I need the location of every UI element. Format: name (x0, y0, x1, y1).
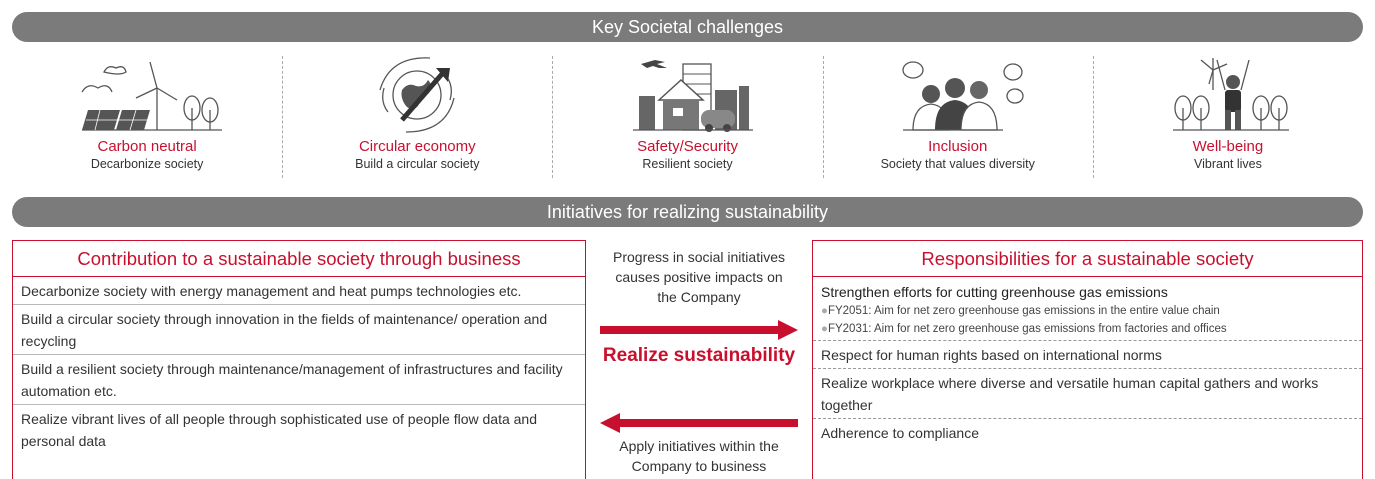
challenge-carbon-neutral: Carbon neutral Decarbonize society (12, 50, 282, 190)
bullet-dot-icon: ● (821, 305, 828, 317)
responsibility-main: Strengthen efforts for cutting greenhous… (821, 284, 1168, 300)
contribution-panel-title: Contribution to a sustainable society th… (13, 241, 585, 277)
arrow-right-icon (600, 320, 798, 340)
responsibility-item: Adherence to compliance (821, 425, 979, 441)
challenge-safety-security: Safety/Security Resilient society (552, 50, 822, 190)
responsibility-item: Realize workplace where diverse and vers… (813, 369, 1362, 419)
bullet-item: ●FY2031: Aim for net zero greenhouse gas… (821, 320, 1354, 338)
arrow-left-icon (600, 413, 798, 433)
challenge-subtitle: Build a circular society (355, 157, 480, 171)
contribution-item: Realize vibrant lives of all people thro… (21, 411, 537, 449)
contribution-panel: Contribution to a sustainable society th… (12, 240, 586, 479)
people-speech-icon (902, 61, 1024, 131)
challenge-title: Safety/Security (637, 138, 738, 155)
responsibilities-panel-title: Responsibilities for a sustainable socie… (813, 241, 1362, 277)
city-house-plane-icon (632, 60, 753, 132)
responsibility-item-ghg: Strengthen efforts for cutting greenhous… (813, 277, 1362, 341)
apply-text: Apply initiatives within the Company to … (619, 438, 779, 474)
challenges-row: Carbon neutral Decarbonize society Circu… (12, 50, 1363, 190)
bullet-dot-icon: ● (821, 323, 828, 335)
bullet-text: FY2051: Aim for net zero greenhouse gas … (827, 305, 1220, 317)
challenge-inclusion: Inclusion Society that values diversity (822, 50, 1093, 190)
challenge-subtitle: Society that values diversity (880, 157, 1035, 171)
bullet-item: ●FY2051: Aim for net zero greenhouse gas… (821, 302, 1354, 320)
realize-sustainability-label: Realize sustainability (602, 345, 796, 366)
challenge-title: Carbon neutral (97, 138, 197, 155)
challenge-title: Well-being (1192, 138, 1264, 155)
challenge-title: Circular economy (358, 138, 476, 155)
bullet-text: FY2031: Aim for net zero greenhouse gas … (827, 323, 1227, 335)
progress-text: Progress in social initiatives causes po… (613, 249, 785, 305)
center-flow: Progress in social initiatives causes po… (586, 240, 812, 479)
challenge-subtitle: Decarbonize society (90, 157, 204, 171)
challenge-title: Inclusion (928, 138, 988, 155)
challenge-subtitle: Vibrant lives (1193, 157, 1262, 171)
responsibility-item: Respect for human rights based on intern… (813, 341, 1362, 369)
key-societal-challenges-banner: Key Societal challenges (12, 12, 1363, 42)
globe-arrow-icon (379, 57, 455, 133)
challenge-well-being: Well-being Vibrant lives (1092, 50, 1363, 190)
challenge-subtitle: Resilient society (642, 157, 733, 171)
wind-solar-trees-icon (81, 61, 223, 131)
contribution-item: Build a resilient society through mainte… (13, 355, 585, 405)
responsibilities-panel: Responsibilities for a sustainable socie… (812, 240, 1363, 479)
contribution-item: Decarbonize society with energy manageme… (13, 277, 585, 305)
contribution-item: Build a circular society through innovat… (13, 305, 585, 355)
person-trees-icon (1172, 58, 1289, 131)
challenge-circular-economy: Circular economy Build a circular societ… (282, 50, 552, 190)
initiatives-banner: Initiatives for realizing sustainability (12, 197, 1363, 227)
